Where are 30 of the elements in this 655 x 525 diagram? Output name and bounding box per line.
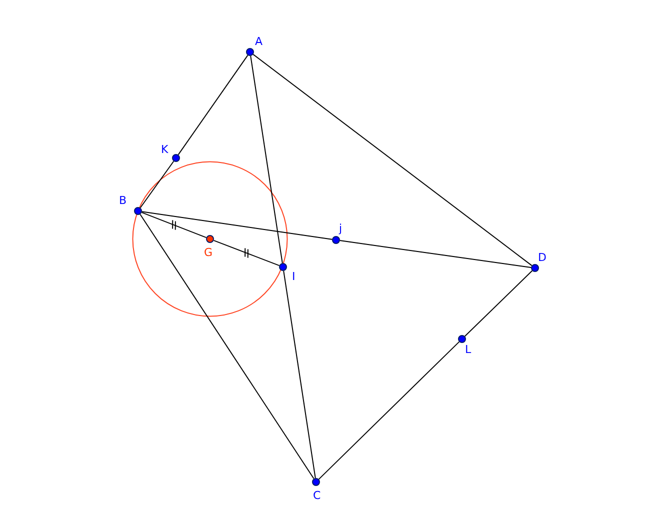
point-label: K — [161, 144, 168, 156]
point — [312, 478, 320, 486]
point — [246, 48, 254, 56]
point-label: G — [204, 247, 213, 259]
point — [172, 154, 180, 162]
point-label: L — [465, 344, 472, 356]
line-segment — [140, 214, 314, 480]
point-label: I — [292, 271, 296, 283]
point — [458, 335, 466, 343]
line-segment — [339, 240, 532, 268]
line-segment — [140, 160, 174, 208]
point — [279, 263, 287, 271]
line-segment — [178, 54, 248, 156]
point — [134, 207, 142, 215]
point-label: j — [339, 223, 342, 235]
line-segment — [213, 240, 280, 266]
line-segment — [250, 55, 283, 264]
line-segment — [283, 270, 316, 479]
point-label: C — [313, 490, 321, 502]
point — [531, 264, 539, 272]
line-segment — [252, 54, 532, 266]
point — [332, 236, 340, 244]
point-label: D — [538, 252, 546, 264]
line-segment — [141, 211, 333, 240]
line-segment — [464, 270, 533, 337]
line-segment — [141, 212, 207, 238]
point — [206, 235, 214, 243]
point-label: A — [255, 36, 263, 48]
point-label: B — [119, 195, 127, 207]
line-segment — [318, 341, 460, 480]
